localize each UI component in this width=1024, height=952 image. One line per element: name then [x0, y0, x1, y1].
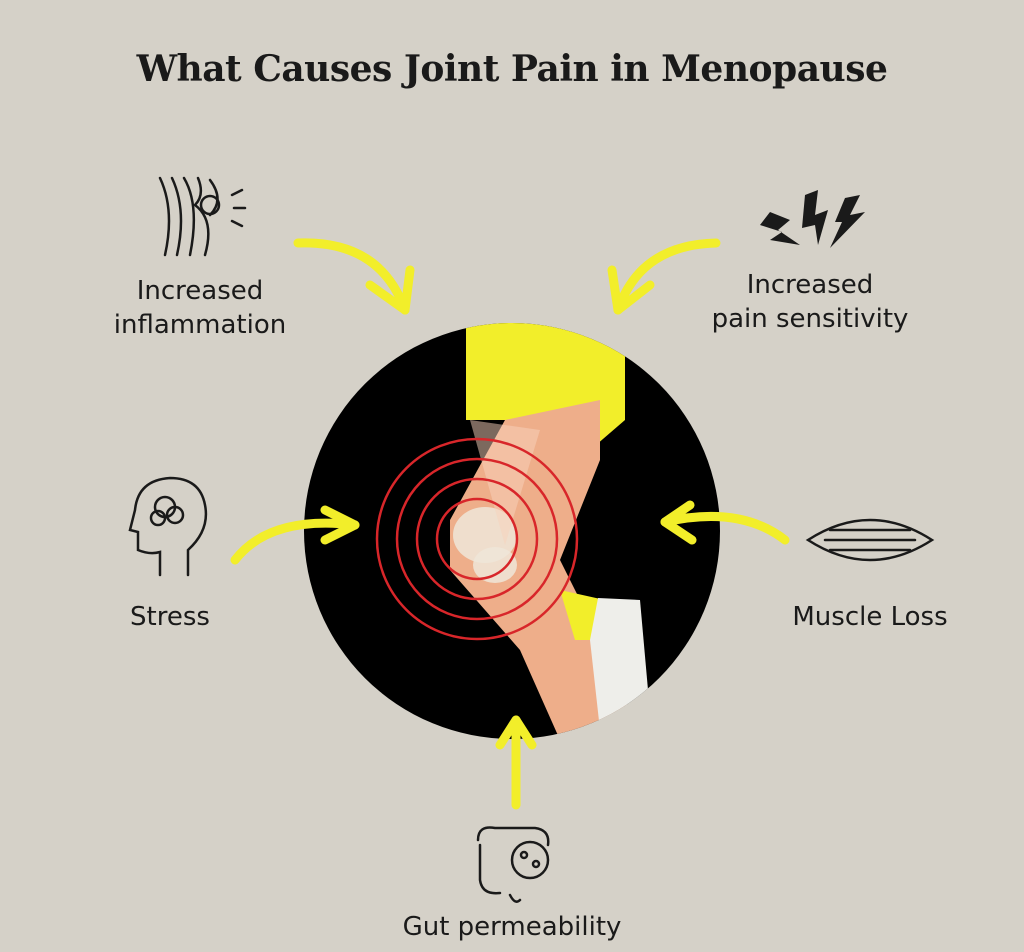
arrows [230, 238, 790, 810]
label-gut-permeability: Gut permeability [402, 912, 622, 942]
label-line-1: Increased [746, 270, 874, 300]
intestine-icon [476, 826, 550, 903]
label-increased-inflammation: Increased inflammation [95, 274, 305, 342]
label-line-1: Increased [136, 276, 264, 306]
label-line-2: pain sensitivity [711, 304, 909, 334]
arrow-muscle-loss [660, 511, 790, 545]
knee-joint-icon [158, 176, 247, 257]
lightning-bolts-icon [760, 190, 865, 248]
pain-rings [375, 437, 579, 641]
label-muscle-loss: Muscle Loss [792, 602, 948, 632]
muscle-fiber-icon [805, 518, 935, 562]
head-tangle-icon [128, 476, 208, 577]
arrow-inflammation [293, 238, 410, 315]
page-title: What Causes Joint Pain in Menopause [136, 48, 888, 90]
label-stress: Stress [130, 602, 210, 632]
label-increased-pain-sensitivity: Increased pain sensitivity [690, 268, 930, 336]
label-line-2: inflammation [113, 310, 287, 340]
arrow-stress [230, 518, 360, 565]
arrow-pain-sensitivity [613, 238, 721, 315]
